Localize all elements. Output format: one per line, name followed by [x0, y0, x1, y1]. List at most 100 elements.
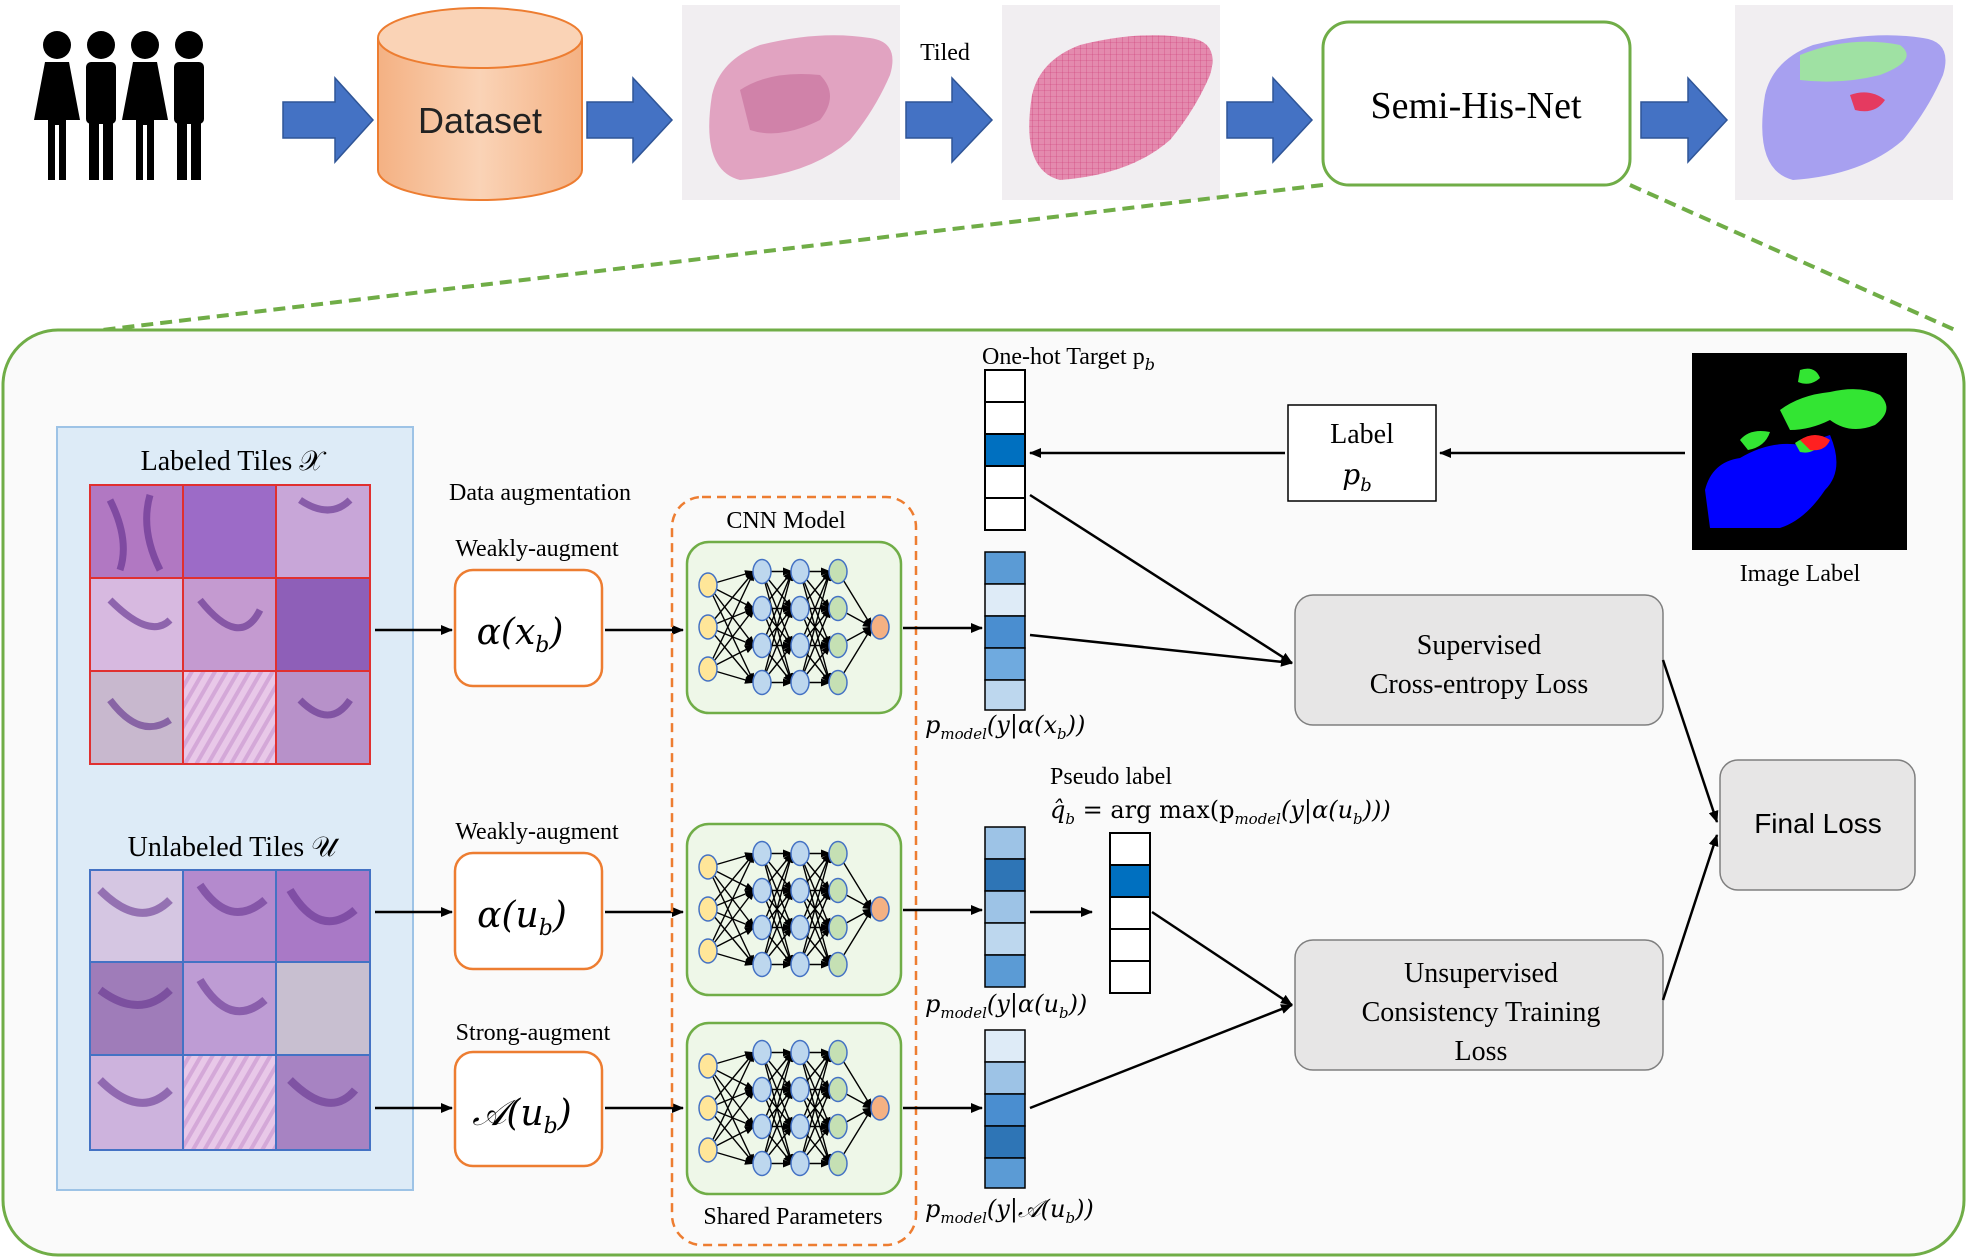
network-edge — [707, 866, 755, 929]
strong-ub-text: 𝒜(ub) — [472, 1093, 571, 1139]
strong-augment-label: Strong-augment — [456, 1020, 611, 1046]
arrow-pseudo-to-unsupervised — [1151, 910, 1293, 1007]
network-node — [828, 669, 848, 696]
network-node — [698, 1053, 718, 1079]
arrow-pred3-to-unsupervised — [1029, 1003, 1293, 1110]
dataset-label: Dataset — [418, 100, 542, 141]
network-edge — [761, 852, 794, 965]
p-model-label-3: pmodel(y|𝒜(ub)) — [925, 1195, 1094, 1227]
network-node — [828, 1150, 848, 1177]
prediction-vector-2 — [984, 826, 1026, 988]
unlabeled-tile-grid — [89, 869, 371, 1151]
network-node — [828, 595, 848, 622]
database-cylinder-icon — [377, 7, 583, 201]
network-node — [870, 614, 890, 640]
network-node — [828, 840, 848, 867]
network-edge — [707, 1088, 755, 1151]
data-augmentation-label: Data augmentation — [449, 480, 631, 506]
network-node — [698, 938, 718, 964]
network-node — [752, 1150, 772, 1177]
network-edge — [799, 852, 832, 965]
pseudo-label-formula: q̂b = arg max(pmodel(y|α(ub))) — [1050, 796, 1391, 828]
network-edge — [707, 570, 755, 628]
tiled-wsi-thumbnail — [1002, 5, 1220, 200]
network-edge — [799, 852, 831, 928]
semi-his-net-box — [1321, 20, 1632, 187]
network-node — [752, 951, 772, 978]
network-edge — [707, 626, 755, 684]
network-node — [828, 914, 848, 941]
network-node — [828, 1076, 848, 1103]
network-edge — [799, 570, 832, 683]
network-node — [828, 1113, 848, 1140]
cnn-box-2 — [685, 822, 903, 997]
network-node — [752, 595, 772, 622]
neural-network-icon — [698, 840, 890, 978]
labeled-tile-grid — [89, 484, 371, 765]
network-node — [698, 1137, 718, 1163]
arrow-1 — [282, 76, 375, 164]
network-node — [790, 1076, 810, 1103]
network-edge — [707, 908, 755, 966]
supervised-loss-line2: Cross-entropy Loss — [1370, 669, 1589, 700]
network-edge — [799, 1051, 831, 1127]
network-edge — [707, 584, 755, 647]
shared-parameters-label: Shared Parameters — [703, 1204, 882, 1230]
arrow-2 — [586, 76, 674, 164]
neural-network-icon — [698, 558, 890, 696]
labeled-tiles-title: Labeled Tiles 𝒳 — [141, 446, 328, 477]
network-node — [790, 595, 810, 622]
weak-aug-box-u — [453, 851, 604, 971]
network-node — [752, 632, 772, 659]
network-label: Semi-His-Net — [1370, 85, 1582, 127]
pseudo-label-vector — [1109, 832, 1151, 994]
zoom-line-left — [59, 183, 1324, 337]
network-edge — [799, 889, 831, 965]
strong-aug-box-u — [453, 1050, 604, 1168]
network-node — [828, 877, 848, 904]
arrow-pred1-to-supervised — [1029, 633, 1293, 667]
network-edge — [707, 1065, 755, 1128]
network-node — [790, 951, 810, 978]
one-hot-target-label: One-hot Target pb — [982, 344, 1155, 374]
network-node — [752, 1113, 772, 1140]
arrow-5 — [1640, 76, 1729, 164]
network-edge — [707, 852, 755, 910]
zoom-line-right — [1629, 183, 1956, 332]
arrow-unsupervised-to-final — [1661, 834, 1719, 1001]
neural-network-icon — [698, 1039, 890, 1177]
network-node — [698, 854, 718, 880]
network-node — [752, 1039, 772, 1066]
cnn-model-label: CNN Model — [726, 508, 846, 534]
network-edge — [761, 570, 793, 646]
alpha-xb-text: α(xb) — [477, 612, 564, 658]
network-edge — [761, 852, 793, 928]
network-edge — [707, 570, 755, 670]
pseudo-label-title: Pseudo label — [1050, 764, 1172, 790]
unsupervised-loss-line2: Consistency Training — [1362, 997, 1601, 1028]
p-model-label-2: pmodel(y|α(ub)) — [925, 990, 1087, 1022]
cnn-container — [670, 495, 918, 1247]
network-edge — [707, 1051, 755, 1109]
network-edge — [761, 1088, 793, 1164]
network-node — [828, 951, 848, 978]
network-edge — [761, 607, 793, 683]
network-node — [752, 1076, 772, 1103]
network-edge — [707, 1065, 755, 1165]
arrow-3 — [905, 76, 994, 164]
image-label-mask — [1692, 353, 1907, 550]
network-edge — [761, 889, 793, 965]
supervised-loss-line1: Supervised — [1417, 630, 1541, 661]
wsi-thumbnail — [682, 5, 900, 200]
cnn-box-3 — [685, 1021, 903, 1196]
network-edge — [707, 889, 755, 952]
network-node — [790, 914, 810, 941]
pipeline-arrows — [282, 76, 1729, 164]
p-model-label-1: pmodel(y|α(xb)) — [925, 711, 1085, 743]
network-node — [790, 840, 810, 867]
network-node — [752, 877, 772, 904]
prediction-overlay-thumbnail — [1735, 5, 1953, 200]
network-node — [790, 632, 810, 659]
network-node — [790, 1039, 810, 1066]
